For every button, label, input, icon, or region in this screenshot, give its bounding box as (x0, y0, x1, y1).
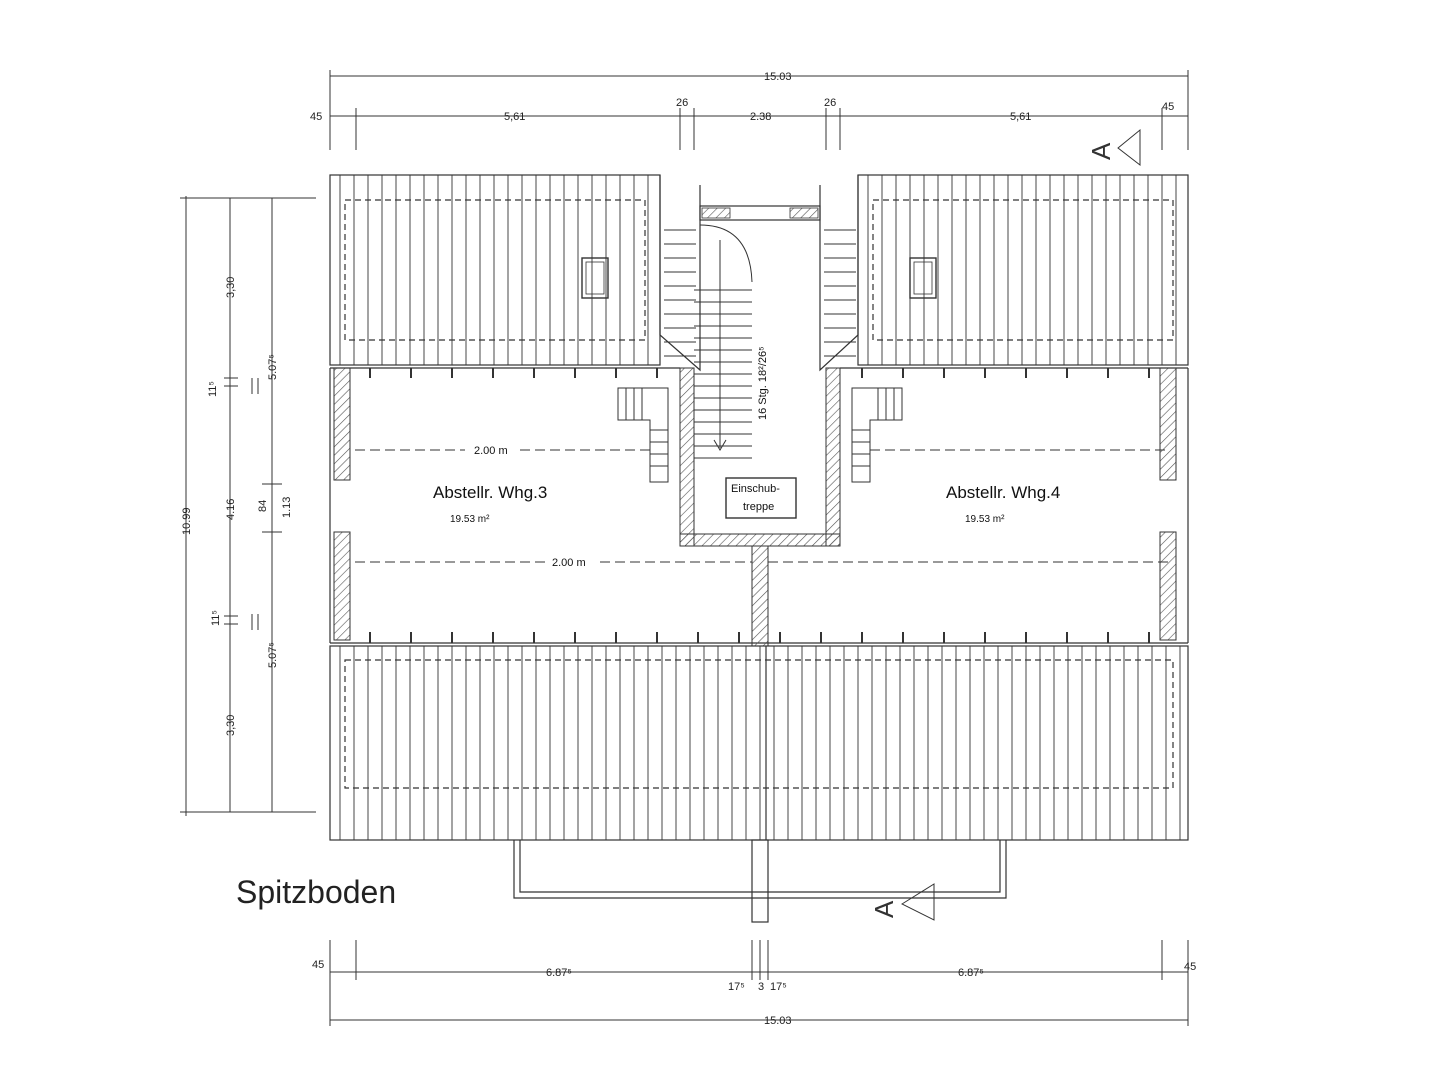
bottom-dim-seg-5: 17⁵ (770, 981, 787, 993)
top-dim-seg-1: 45 (310, 111, 322, 123)
height-line-lower: 2.00 m (355, 557, 1170, 569)
room-name-whg4: Abstellr. Whg.4 (946, 483, 1060, 502)
left-dim-a-1: 3,30 (225, 277, 237, 298)
stair-winder (699, 224, 753, 283)
skylight-right-inner (913, 261, 933, 295)
top-dim-overall: 15.03 (764, 71, 792, 83)
room-name-whg3: Abstellr. Whg.3 (433, 483, 547, 502)
top-dim-seg-3: 26 (676, 97, 688, 109)
hatch-label-line1: Einschub- (731, 483, 780, 495)
wall-left-upper (333, 367, 351, 481)
bottom-dimension-chain (329, 940, 1189, 1026)
wall-right-lower (1159, 531, 1177, 641)
page-title: Spitzboden (236, 874, 396, 910)
rafter-ends (369, 368, 1150, 643)
canopy (513, 839, 1007, 923)
room-area-whg3: 19.53 m² (450, 514, 490, 525)
height-label-upper: 2.00 m (474, 445, 508, 457)
left-dim-a-5: 3,30 (225, 715, 237, 736)
bottom-dim-seg-6: 6.87⁵ (958, 967, 984, 979)
skylight-left-inner (585, 261, 605, 295)
side-stair-right (851, 387, 903, 483)
bottom-dim-seg-7: 45 (1184, 961, 1196, 973)
bottom-dim-overall: 15.03 (764, 1015, 792, 1027)
top-dimension-chain (329, 70, 1189, 150)
stairs-label: 16 Stg. 18²/26⁵ (757, 346, 769, 420)
left-dim-b-2: 84 (257, 500, 269, 512)
left-dim-a-2: 11⁵ (207, 381, 219, 397)
top-dim-seg-7: 45 (1162, 101, 1174, 113)
top-dim-seg-5: 26 (824, 97, 836, 109)
bottom-dim-seg-1: 45 (312, 959, 324, 971)
side-stair-left (617, 387, 669, 483)
section-marker-bottom: A (869, 883, 935, 921)
hatch-label-line2: treppe (743, 501, 774, 513)
top-dim-seg-2: 5,61 (504, 111, 525, 123)
roof-north-rafters (339, 175, 1177, 365)
wall-right-upper (1159, 367, 1177, 481)
left-dimension-chain (180, 196, 316, 816)
left-dim-b-1: 5.07⁵ (267, 354, 279, 380)
room-area-whg4: 19.53 m² (965, 514, 1005, 525)
roof-north (329, 174, 1189, 372)
height-line-upper: 2.00 m (355, 445, 1170, 457)
top-dim-seg-6: 5,61 (1010, 111, 1031, 123)
left-dim-a-4: 11⁵ (210, 610, 222, 626)
left-dim-overall: 10.99 (181, 507, 193, 535)
stairwell-walls (679, 367, 841, 547)
bottom-dim-seg-4: 3 (758, 981, 764, 993)
section-marker-top-letter: A (1086, 142, 1116, 160)
party-wall (751, 545, 769, 647)
section-marker-bottom-letter: A (869, 900, 899, 918)
skylight-right (909, 257, 937, 299)
skylight-left (581, 257, 609, 299)
hatch-box (725, 477, 797, 519)
wall-left-lower (333, 531, 351, 641)
stair-treads (664, 229, 856, 459)
height-label-lower: 2.00 m (552, 557, 586, 569)
roof-south-rafters (339, 646, 1181, 840)
bottom-dim-seg-2: 6.87⁵ (546, 967, 572, 979)
left-dim-a-3: 4.16 (225, 499, 237, 520)
section-marker-top: A (1086, 128, 1141, 167)
left-dim-b-3: 1.13 (281, 497, 293, 518)
bottom-dim-seg-3: 17⁵ (728, 981, 745, 993)
top-dim-seg-4: 2.38 (750, 111, 771, 123)
roof-south (329, 645, 1189, 841)
dormer-top-bar (699, 205, 821, 221)
left-dim-b-4: 5.07⁵ (267, 642, 279, 668)
